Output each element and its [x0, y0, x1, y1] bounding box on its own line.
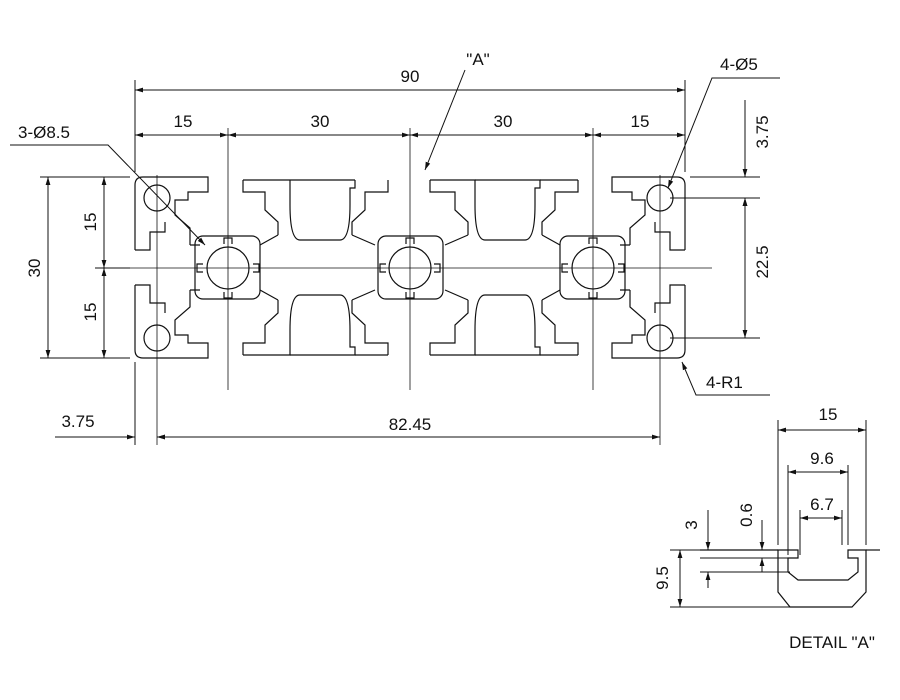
- profile-right-bottom-corner: [611, 285, 686, 359]
- dimension-lines: [10, 69, 780, 445]
- core-housing-mid: [377, 235, 444, 300]
- bottom-slot-3: [429, 300, 476, 356]
- core-housing-left: [194, 235, 261, 300]
- leader-view-a: [424, 69, 466, 171]
- detail-dim-lip: 0.6: [737, 503, 756, 527]
- detail-a-profile: [700, 549, 880, 608]
- top-slot-3-body: [474, 179, 541, 241]
- left-slot: [135, 222, 166, 313]
- detail-a-labels: 15 9.6 6.7 0.6 3 9.5 DETAIL "A": [653, 405, 875, 652]
- dim-height-upper: 15: [81, 213, 100, 232]
- dim-span-bottom: 82.45: [389, 415, 432, 434]
- top-slot-1: [242, 179, 355, 235]
- bottom-slot-1-body: [289, 294, 356, 356]
- detail-dim-slot: 6.7: [810, 495, 834, 514]
- profile-left-top-corner: [134, 176, 209, 250]
- dim-height-total: 30: [25, 259, 44, 278]
- detail-dim-opening: 9.6: [810, 449, 834, 468]
- profile-left-bottom-corner: [134, 285, 209, 359]
- detail-a: 15 9.6 6.7 0.6 3 9.5 DETAIL "A": [653, 405, 880, 652]
- leader-radius: [681, 361, 770, 396]
- leader-small-holes: [667, 77, 780, 189]
- bottom-slot-3-body: [474, 294, 541, 356]
- bottom-slot-4: [540, 300, 579, 356]
- dim-overall-width: 90: [401, 67, 420, 86]
- dim-offset-left: 3.75: [61, 412, 94, 431]
- top-slot-2: [351, 180, 389, 235]
- right-slot: [654, 222, 685, 313]
- detail-dim-width: 15: [819, 405, 838, 424]
- detail-dim-depth-small: 3: [682, 520, 701, 529]
- dim-pitch-a: 15: [174, 112, 193, 131]
- dimension-labels: 90 15 30 30 15 30 15 15 3.75 82.45 3.75 …: [18, 50, 772, 434]
- detail-title: DETAIL "A": [789, 633, 875, 652]
- dim-pitch-b: 30: [311, 112, 330, 131]
- callout-corner-radius: 4-R1: [706, 373, 743, 392]
- leader-large-holes: [10, 144, 206, 246]
- bottom-slot-1: [242, 300, 291, 356]
- dim-span-right: 22.5: [753, 245, 772, 278]
- top-slot-1-body: [289, 180, 356, 241]
- dim-pitch-d: 15: [631, 112, 650, 131]
- dim-pitch-c: 30: [494, 112, 513, 131]
- detail-a-dimensions: [670, 420, 867, 608]
- callout-large-holes: 3-Ø8.5: [18, 123, 70, 142]
- top-slot-3: [429, 179, 476, 235]
- callout-view-marker: "A": [466, 50, 489, 69]
- core-housing-right: [559, 235, 626, 300]
- profile-right-top-corner: [611, 176, 686, 250]
- bottom-slot-2: [351, 300, 389, 356]
- detail-dim-depth: 9.5: [653, 566, 672, 590]
- dim-offset-top-right: 3.75: [753, 115, 772, 148]
- center-lines: [117, 128, 712, 445]
- callout-small-holes: 4-Ø5: [720, 55, 758, 74]
- dim-height-lower: 15: [81, 303, 100, 322]
- top-slot-4: [540, 179, 579, 235]
